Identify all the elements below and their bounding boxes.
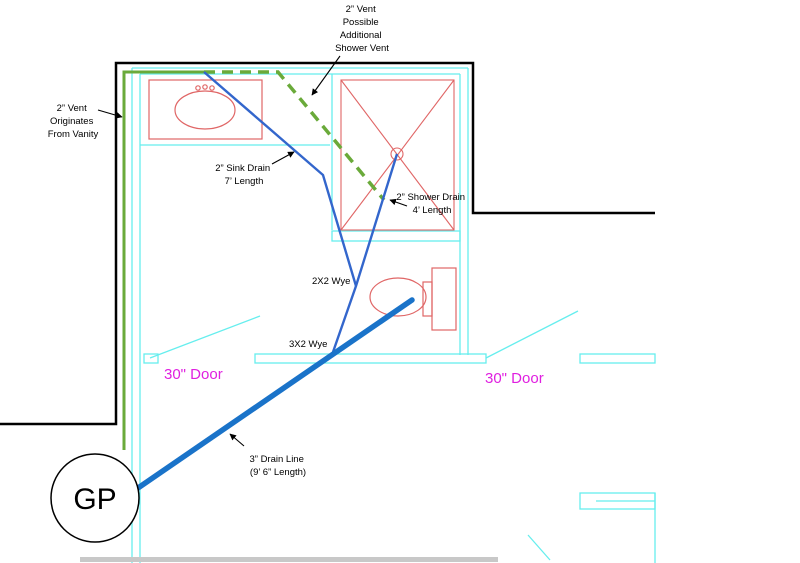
exterior-wall-left (0, 61, 655, 426)
interior-framing (131, 67, 656, 563)
main-drain-line (135, 297, 415, 491)
wye-2x2-note: 2X2 Wye (312, 276, 350, 287)
wye-3x2-note: 3X2 Wye (289, 339, 327, 350)
shower-vent-note: 2” Vent Possible Additional Shower Vent (335, 4, 389, 54)
shower-drain-note: 2” Shower Drain 4’ Length (396, 192, 467, 216)
vanity-vent-note: 2” Vent Originates From Vanity (48, 103, 99, 140)
gp-marker: GP (50, 453, 140, 543)
horizontal-scrollbar[interactable] (80, 557, 498, 562)
sink-drain-line (203, 71, 358, 287)
drain-line-note: 3” Drain Line (9’ 6” Length) (249, 454, 306, 478)
shower-drain-line (331, 153, 399, 353)
vanity-sink-icon (148, 79, 263, 140)
gp-label: GP (73, 483, 116, 516)
toilet-icon (369, 267, 457, 331)
sink-drain-note: 2” Sink Drain 7’ Length (215, 163, 273, 187)
vanity-vent-line (122, 70, 204, 450)
shower-vent-line (204, 70, 386, 202)
annotation-leaders (97, 55, 408, 447)
door-label-left: 30" Door (164, 366, 223, 383)
door-label-right: 30" Door (485, 370, 544, 387)
